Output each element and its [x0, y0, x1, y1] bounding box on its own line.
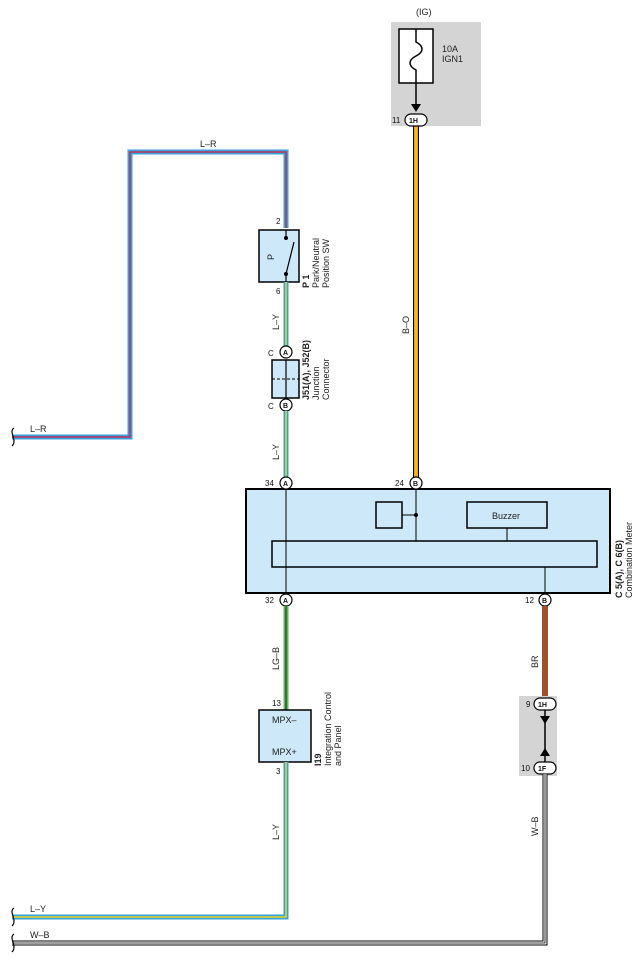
connector-a34-code: A [283, 481, 288, 488]
wire-label-lgb: LG–B [271, 647, 281, 670]
buzzer-block [466, 501, 548, 529]
connector-1h-top-pin: 11 [392, 116, 401, 125]
integration-pin-bottom: 3 [276, 767, 281, 776]
park-switch-body [258, 229, 300, 283]
connector-1h-mid-code: 1H [538, 702, 547, 709]
wire-wb-tracer [12, 774, 546, 944]
wire-label-ly-1: L–Y [271, 314, 281, 330]
fuse-icon [409, 29, 423, 83]
break-mark-icon [11, 907, 15, 927]
park-switch-name-1: Park/Neutral [311, 238, 321, 288]
fuse-name: IGN1 [442, 54, 463, 64]
park-switch-name-2: Position SW [321, 238, 331, 288]
junction-name-1: Junction [311, 366, 321, 400]
connector-b24-pin: 24 [395, 479, 404, 488]
junction-code: J51(A), J52(B) [301, 340, 311, 400]
wire-lr-blue [12, 149, 289, 440]
ig-label: (IG) [416, 7, 432, 17]
connector-jc-bottom-pin: C [268, 402, 274, 411]
connector-b12-code: B [542, 598, 547, 605]
wire-ly-3-tracer [12, 762, 287, 918]
park-switch-code: P 1 [301, 275, 311, 288]
arrow-up-icon [540, 748, 550, 756]
connector-jc-top-pin: C [268, 349, 274, 358]
connector-jc-top [279, 345, 293, 359]
meter-logic-block [271, 540, 598, 568]
wire-label-bo: B–O [401, 316, 411, 334]
park-pin-top: 2 [276, 217, 281, 226]
wire-label-ly-2: L–Y [271, 444, 281, 460]
integration-name-2: and Panel [333, 725, 343, 766]
break-mark-icon [11, 427, 15, 447]
integration-pin-top: 13 [272, 699, 281, 708]
wire-label-ly-bottom: L–Y [30, 904, 46, 914]
wire-label-wb-bottom: W–B [30, 930, 50, 940]
connector-b24 [409, 476, 423, 490]
park-pin-bottom: 6 [276, 287, 281, 296]
wire-label-wb: W–B [530, 816, 540, 836]
connector-jc-top-code: A [283, 350, 288, 357]
connector-jc-bottom-code: B [283, 403, 288, 410]
mpx-plus-label: MPX+ [272, 747, 297, 757]
wire-label-ly-3: L–Y [271, 824, 281, 840]
park-contact-label: P [266, 254, 276, 260]
wire-label-lr-top: L–R [200, 139, 217, 149]
connector-1h-top [404, 113, 428, 127]
wire-label-lr-left: L–R [30, 424, 47, 434]
connector-a32-pin: 32 [265, 596, 274, 605]
buzzer-label: Buzzer [492, 511, 520, 521]
mpx-minus-label: MPX– [272, 715, 297, 725]
connector-a32-code: A [283, 598, 288, 605]
switch-lever-icon [285, 241, 295, 275]
junction-name-2: Connector [321, 358, 331, 400]
integration-code: I19 [313, 753, 323, 766]
arrow-down-icon [540, 716, 550, 724]
connector-a34 [279, 476, 293, 490]
arrow-down-icon [411, 104, 421, 112]
connector-1f-code: 1F [538, 766, 547, 773]
meter-cpu-block [375, 501, 403, 529]
wire-lr-red [12, 151, 287, 438]
integration-control-body [258, 709, 312, 763]
fuse-rating: 10A [442, 44, 458, 54]
connector-1f-pin: 10 [521, 764, 530, 773]
integration-name-1: Integration Control [323, 692, 333, 766]
meter-code: C 5(A), C 6(B) [614, 540, 624, 598]
connector-1h-top-code: 1H [409, 118, 418, 125]
break-mark-icon [11, 933, 15, 953]
connector-a34-pin: 34 [265, 479, 274, 488]
connector-b24-code: B [413, 481, 418, 488]
connector-1h-mid-pin: 9 [526, 700, 531, 709]
wire-ly-3 [12, 762, 289, 920]
wire-label-br: BR [530, 655, 540, 668]
meter-name: Combination Meter [624, 522, 634, 598]
connector-b12-pin: 12 [525, 596, 534, 605]
